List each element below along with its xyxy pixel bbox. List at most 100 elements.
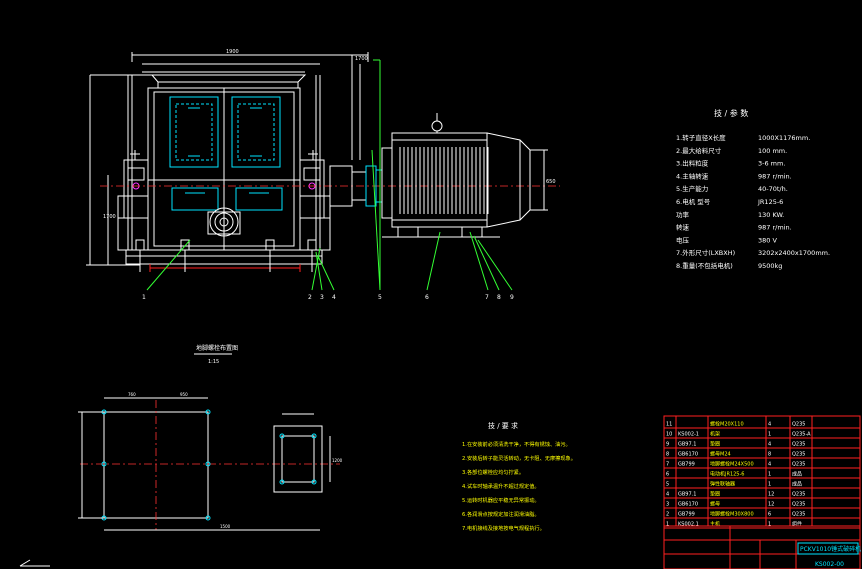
dim-motor-height: 650 [546,179,556,185]
callout-4: 4 [332,294,336,301]
params-title: 技 / 参 数 [714,108,748,118]
param-value: 987 r/min. [758,224,792,232]
param-label: 4.主轴转速 [676,171,709,180]
param-value: 3-6 mm. [758,160,785,168]
part-mat: Q235 [792,512,805,518]
part-mat: Q235 [792,442,805,448]
part-mat: 成品 [792,471,802,478]
part-name: 电动机JR125-6 [710,471,744,478]
ucs-icon [19,559,50,567]
part-mat: Q235 [792,462,805,468]
param-value: 40-70t/h. [758,185,788,193]
part-name: 垫圈 [710,441,720,448]
part-mat: 组件 [792,521,802,528]
motor-side-view: 650 1700 [329,55,556,238]
part-no: 2 [666,512,669,518]
part-code: GB6170 [678,452,698,458]
param-value: 9500kg [758,262,782,270]
part-qty: 1 [768,432,771,438]
part-code: GB97.1 [678,492,696,498]
section-scale: 1:15 [208,359,219,365]
part-name: 螺母 [710,501,720,508]
part-no: 6 [666,472,669,478]
part-code: GB799 [678,512,695,518]
part-name: 主机 [710,521,720,528]
part-qty: 4 [768,422,771,428]
param-label: 电压 [676,235,690,244]
part-qty: 8 [768,452,771,458]
part-name: 机架 [710,431,720,438]
callouts: 1 2 3 4 5 6 7 8 9 [142,294,514,301]
note-line: 5.运转时机器应平稳无异常振动。 [462,496,540,504]
callout-2: 2 [308,294,312,301]
foundation-bolt-layout: 地脚螺栓布置图 1:15 760 950 1500 1200 [78,344,343,531]
part-mat: Q235 [792,422,805,428]
dim-left-height: 1700 [103,214,116,220]
part-no: 7 [666,462,669,468]
part-mat: 成品 [792,481,802,488]
callout-1: 1 [142,294,146,301]
part-mat: Q235 [792,452,805,458]
part-code: GB97.1 [678,442,696,448]
part-no: 8 [666,452,669,458]
part-no: 11 [666,422,672,428]
param-value: 987 r/min. [758,172,792,180]
param-value: 380 V [758,236,777,244]
param-value: 1000X1176mm. [758,134,810,142]
note-line: 4.试车时轴承温升不超过规定值。 [462,482,540,490]
param-label: 3.出料粒度 [676,159,709,168]
crusher-front-view: 1900 1700 [86,49,560,272]
part-code: KS002-1 [678,432,699,438]
part-code: GB6170 [678,502,698,508]
part-qty: 6 [768,512,771,518]
dim-bolt-a: 760 [128,392,136,397]
technical-notes: 技 / 要 求 1.在安装前必须清洗干净，不得有锈蚀、油污。 2.安装后转子能灵活… [462,421,576,532]
part-name: 垫圈 [710,491,720,498]
callout-5: 5 [378,294,382,301]
dim-bolt-b: 950 [180,392,188,397]
part-qty: 1 [768,472,771,478]
param-value: 100 mm. [758,147,787,155]
leader-lines [146,59,513,291]
callout-8: 8 [497,294,501,301]
part-name: 地脚螺栓M24X500 [710,461,754,468]
notes-title: 技 / 要 求 [488,421,518,430]
part-code: KS002.1 [678,522,699,528]
note-line: 6.各润滑点按规定加注润滑油脂。 [462,510,540,518]
param-label: 1.转子直径X长度 [676,133,726,142]
param-label: 7.外形尺寸(LXBXH) [676,248,735,257]
callout-9: 9 [510,294,514,301]
part-mat: Q235 [792,492,805,498]
part-no: 5 [666,482,669,488]
callout-3: 3 [320,294,324,301]
note-line: 1.在安装前必须清洗干净，不得有锈蚀、油污。 [462,440,571,448]
param-label: 2.最大给料尺寸 [676,146,722,155]
part-mat: Q235-A [792,432,811,438]
part-name: 螺母M24 [710,451,731,458]
param-value: JR125-6 [757,198,783,206]
part-qty: 12 [768,492,774,498]
title-text: PCKV1010锤式破碎机 [800,545,861,553]
param-label: 转速 [676,223,690,232]
part-no: 4 [666,492,669,498]
part-name: 地脚螺栓M30X800 [710,511,754,518]
part-no: 10 [666,432,672,438]
note-line: 2.安装后转子能灵活转动，无卡阻、无摩擦现象。 [462,454,576,462]
part-no: 9 [666,442,669,448]
part-qty: 1 [768,482,771,488]
callout-6: 6 [425,294,429,301]
part-qty: 4 [768,442,771,448]
callout-7: 7 [485,294,489,301]
note-line: 7.电机接线及接地按电气规程执行。 [462,524,545,532]
dim-bolt-d: 1200 [332,458,343,463]
part-qty: 1 [768,522,771,528]
param-label: 8.重量(不包括电机) [676,261,733,270]
drawing-no: KS002-00 [815,561,844,568]
dim-right-length: 1700 [355,56,368,62]
section-title: 地脚螺栓布置图 [196,344,238,352]
part-qty: 4 [768,462,771,468]
note-line: 3.各部位螺栓应均匀拧紧。 [462,468,524,476]
part-qty: 12 [768,502,774,508]
param-label: 5.生产能力 [676,184,708,193]
